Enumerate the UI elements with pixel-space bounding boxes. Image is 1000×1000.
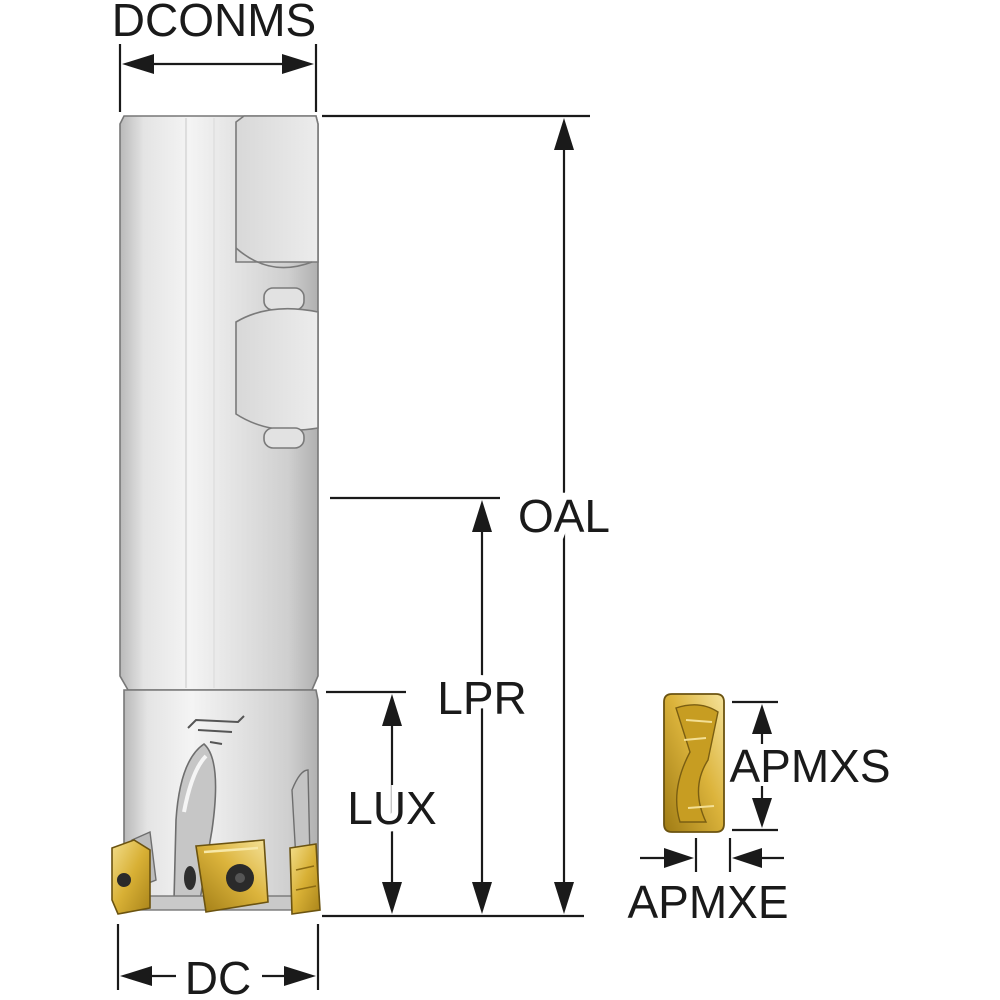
screw-icon bbox=[117, 873, 131, 887]
lux-label: LUX bbox=[347, 782, 436, 834]
insert-left bbox=[111, 839, 151, 915]
lpr-label: LPR bbox=[437, 672, 526, 724]
weldon-nub-top bbox=[263, 287, 305, 311]
cutting-inserts bbox=[111, 839, 321, 915]
dconms-label: DCONMS bbox=[112, 0, 316, 46]
clamp-flat-middle bbox=[235, 307, 319, 431]
engraving-mark bbox=[187, 715, 245, 745]
clamp-flat-top bbox=[235, 115, 319, 263]
dimensions: DCONMS OAL LPR LUX DC bbox=[112, 0, 891, 1000]
apmxe-label: APMXE bbox=[627, 876, 788, 928]
dc-label: DC bbox=[185, 952, 251, 1000]
tool-body bbox=[119, 115, 319, 911]
insert-right bbox=[289, 843, 321, 915]
insert-detail bbox=[663, 693, 725, 833]
weldon-nub-bottom bbox=[263, 427, 305, 449]
apmxs-label: APMXS bbox=[729, 740, 890, 792]
oal-label: OAL bbox=[518, 490, 610, 542]
